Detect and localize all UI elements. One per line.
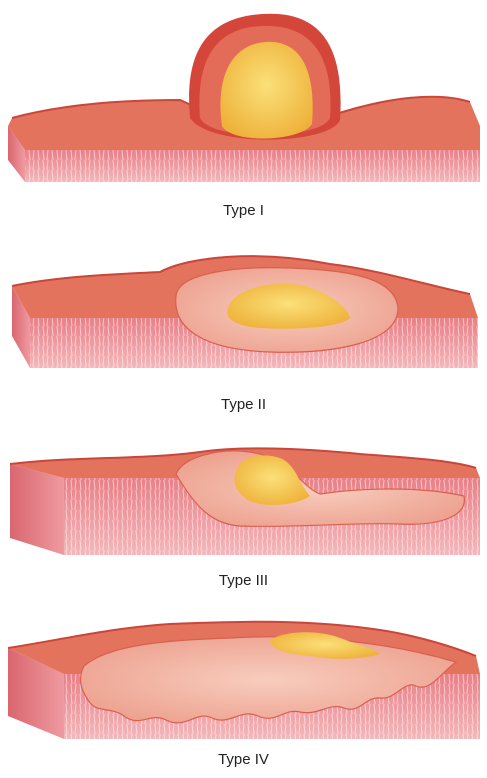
diagram-panel-type-4: Type IV bbox=[0, 604, 487, 754]
type-label: Type IV bbox=[0, 751, 487, 768]
diagram-panel-type-1: Type I bbox=[0, 0, 487, 200]
tissue-illustration-type-1 bbox=[0, 0, 487, 200]
diagram-panel-type-3: Type III bbox=[0, 430, 487, 570]
type-label: Type II bbox=[0, 396, 487, 413]
diagram-panel-type-2: Type II bbox=[0, 236, 487, 386]
tissue-illustration-type-2 bbox=[0, 236, 487, 396]
type-label: Type III bbox=[0, 572, 487, 589]
tissue-illustration-type-3 bbox=[0, 430, 487, 570]
tissue-illustration-type-4 bbox=[0, 604, 487, 754]
type-label: Type I bbox=[0, 202, 487, 219]
